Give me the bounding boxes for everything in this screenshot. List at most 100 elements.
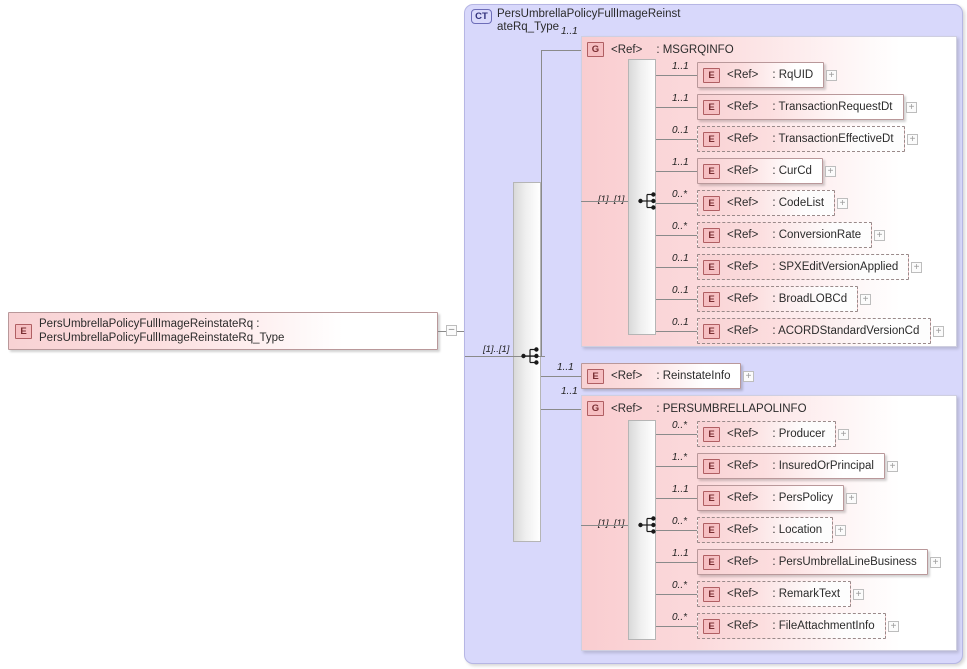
- cardinality-label: 1..*: [672, 452, 688, 463]
- element-node[interactable]: E<Ref>: RemarkText: [697, 581, 851, 607]
- expand-button[interactable]: +: [874, 230, 885, 241]
- expand-button[interactable]: +: [860, 294, 871, 305]
- cardinality-label: 1..1: [672, 93, 689, 104]
- element-badge: E: [703, 426, 720, 442]
- expand-button[interactable]: +: [888, 621, 899, 632]
- element-badge: E: [703, 618, 720, 634]
- complex-type-title: PersUmbrellaPolicyFullImageReinst ateRq_…: [497, 8, 681, 33]
- sequence-cardinality: [1]..[1]: [598, 194, 625, 205]
- element-ref-label: <Ref>: [727, 524, 759, 536]
- element-node[interactable]: E<Ref>: ReinstateInfo: [581, 363, 741, 389]
- expand-button[interactable]: +: [846, 493, 857, 504]
- connector-line: [465, 356, 545, 357]
- expand-button[interactable]: +: [906, 102, 917, 113]
- expand-button[interactable]: +: [838, 429, 849, 440]
- element-badge: E: [587, 368, 604, 384]
- element-node[interactable]: E<Ref>: Location: [697, 517, 833, 543]
- cardinality-label: 0..*: [672, 612, 688, 623]
- element-ref-label: <Ref>: [727, 428, 759, 440]
- element-ref-label: <Ref>: [727, 293, 759, 305]
- element-node[interactable]: E <Ref> : FileAttachmentInfo: [697, 613, 886, 639]
- expand-button[interactable]: +: [835, 525, 846, 536]
- connector-line: [656, 498, 697, 499]
- element-ref-label: <Ref>: [727, 69, 759, 81]
- connector-line: [656, 626, 697, 627]
- element-badge: E: [703, 323, 720, 339]
- cardinality-label: 1..1: [561, 26, 578, 37]
- connector-line: [656, 562, 697, 563]
- cardinality-label: 0..1: [672, 125, 689, 136]
- element-name-label: : PersPolicy: [772, 492, 834, 504]
- connector-line: [656, 331, 697, 332]
- expand-button[interactable]: +: [887, 461, 898, 472]
- cardinality-label: 0..*: [672, 516, 688, 527]
- expand-button[interactable]: +: [825, 166, 836, 177]
- group-header[interactable]: G <Ref> : PERSUMBRELLAPOLINFO: [587, 400, 907, 417]
- connector-line: [656, 434, 697, 435]
- element-node[interactable]: E<Ref>: SPXEditVersionApplied: [697, 254, 909, 280]
- connector-line: [656, 466, 697, 467]
- group-sequence-spine: [628, 59, 656, 335]
- complextype-badge: CT: [471, 9, 492, 24]
- group-name-label: : PERSUMBRELLAPOLINFO: [656, 402, 807, 415]
- group-badge: G: [587, 42, 604, 57]
- expand-button[interactable]: +: [853, 589, 864, 600]
- element-name-label: : FileAttachmentInfo: [772, 620, 875, 632]
- element-node[interactable]: E<Ref>: CurCd: [697, 158, 823, 184]
- expand-button[interactable]: +: [826, 70, 837, 81]
- cardinality-label: 0..1: [672, 285, 689, 296]
- element-node[interactable]: E<Ref>: BroadLOBCd: [697, 286, 858, 312]
- expand-button[interactable]: +: [907, 134, 918, 145]
- expand-button[interactable]: +: [933, 326, 944, 337]
- cardinality-label: 1..1: [672, 484, 689, 495]
- element-name-label: : Producer: [772, 428, 826, 440]
- element-node[interactable]: E<Ref>: PersUmbrellaLineBusiness: [697, 549, 928, 575]
- expand-button[interactable]: +: [743, 371, 754, 382]
- element-node[interactable]: E<Ref>: ACORDStandardVersionCd: [697, 318, 931, 344]
- element-ref-label: <Ref>: [727, 620, 759, 632]
- connector-line: [656, 171, 697, 172]
- sequence-compositor-icon: [638, 191, 660, 211]
- element-badge: E: [703, 291, 720, 307]
- element-node[interactable]: E<Ref>: ConversionRate: [697, 222, 872, 248]
- element-ref-label: <Ref>: [727, 492, 759, 504]
- expand-button[interactable]: +: [930, 557, 941, 568]
- element-ref-label: <Ref>: [727, 229, 759, 241]
- element-node[interactable]: E<Ref>: TransactionEffectiveDt: [697, 126, 905, 152]
- element-name-label: : TransactionEffectiveDt: [772, 133, 894, 145]
- element-name-label: : SPXEditVersionApplied: [772, 261, 899, 273]
- collapse-toggle[interactable]: –: [446, 325, 457, 336]
- element-ref-label: <Ref>: [727, 197, 759, 209]
- element-node[interactable]: E<Ref>: TransactionRequestDt: [697, 94, 904, 120]
- group-ref-label: <Ref>: [611, 402, 643, 415]
- cardinality-label: 1..1: [672, 157, 689, 168]
- connector-line: [656, 299, 697, 300]
- connector-line: [656, 235, 697, 236]
- element-badge: E: [703, 99, 720, 115]
- group-ref-label: <Ref>: [611, 43, 643, 56]
- expand-button[interactable]: +: [837, 198, 848, 209]
- element-node[interactable]: E <Ref> : PersPolicy: [697, 485, 844, 511]
- connector-line: [581, 525, 628, 526]
- element-node[interactable]: E<Ref>: InsuredOrPrincipal: [697, 453, 885, 479]
- element-node[interactable]: E<Ref>: RqUID: [697, 62, 824, 88]
- element-name-label: : ReinstateInfo: [656, 370, 731, 382]
- cardinality-label: 0..*: [672, 580, 688, 591]
- expand-button[interactable]: +: [911, 262, 922, 273]
- element-node[interactable]: E<Ref>: CodeList: [697, 190, 835, 216]
- element-node[interactable]: E <Ref> : Producer: [697, 421, 836, 447]
- cardinality-label: 1..1: [672, 61, 689, 72]
- element-badge: E: [703, 586, 720, 602]
- element-ref-label: <Ref>: [727, 460, 759, 472]
- element-badge: E: [15, 323, 32, 339]
- element-badge: E: [703, 458, 720, 474]
- element-name-label: : CurCd: [772, 165, 812, 177]
- group-badge: G: [587, 401, 604, 416]
- element-badge: E: [703, 490, 720, 506]
- connector-line: [541, 50, 542, 356]
- element-name-label: : Location: [772, 524, 823, 536]
- connector-line: [541, 376, 581, 377]
- group-header[interactable]: G<Ref>: MSGRQINFO: [587, 41, 887, 58]
